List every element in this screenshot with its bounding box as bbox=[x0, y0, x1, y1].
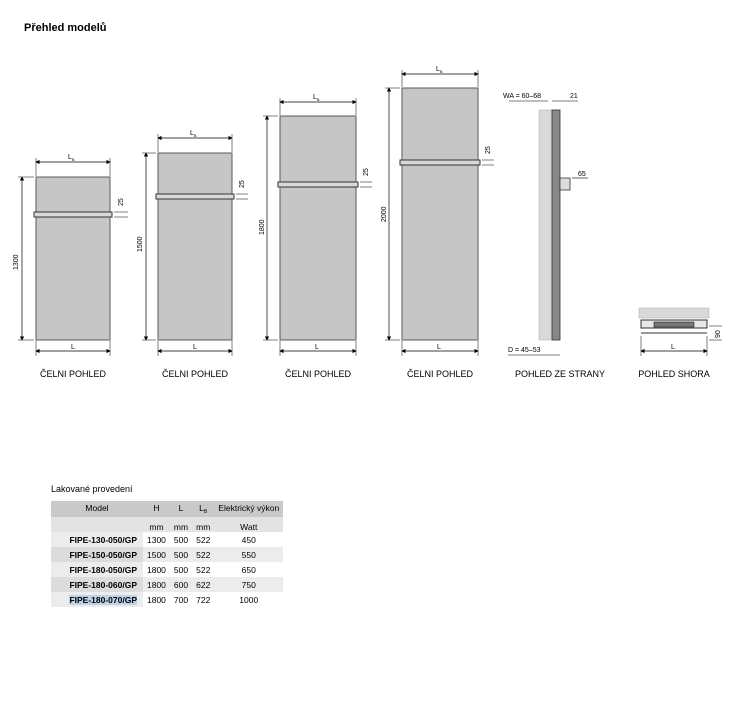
mount-bracket bbox=[653, 321, 695, 328]
width-label: L bbox=[71, 344, 75, 351]
cell-h: 1800 bbox=[143, 562, 170, 577]
view-caption: ČELNI POHLED bbox=[40, 369, 107, 379]
page-title: Přehled modelů bbox=[24, 22, 107, 34]
cell-model: FIPE-150-050/GP bbox=[51, 547, 143, 562]
cell-l: 700 bbox=[169, 592, 193, 607]
cell-lb: 522 bbox=[192, 532, 215, 547]
view-caption: ČELNI POHLED bbox=[162, 369, 229, 379]
top-label: 21 bbox=[570, 93, 578, 100]
towel-bracket bbox=[559, 177, 571, 191]
width-label: L bbox=[437, 344, 441, 351]
radiator-panel bbox=[279, 115, 357, 341]
front-view-1300: LB 1300 25 L ČELNI POHLED bbox=[13, 154, 128, 379]
header-power: Elektrický výkon bbox=[214, 501, 284, 517]
cell-model: FIPE-180-060/GP bbox=[51, 577, 143, 592]
bar-label: 25 bbox=[239, 180, 246, 188]
lb-label: LB bbox=[436, 66, 443, 74]
side-view: WA = 60–68 21 65 D = 45–53 POHLED ZE STR… bbox=[503, 93, 605, 379]
cell-model: FIPE-130-050/GP bbox=[51, 532, 143, 547]
radiator-panel bbox=[157, 152, 233, 341]
unit-model bbox=[51, 517, 143, 532]
cell-model: FIPE-180-050/GP bbox=[51, 562, 143, 577]
bar-label: 25 bbox=[118, 198, 125, 206]
front-view-2000: LB 2000 25 L ČELNI POHLED bbox=[381, 66, 494, 379]
radiator-profile bbox=[551, 109, 561, 341]
lb-label: LB bbox=[190, 130, 197, 138]
view-caption: POHLED SHORA bbox=[638, 369, 710, 379]
wa-label: WA = 60–68 bbox=[503, 93, 541, 100]
lb-label: LB bbox=[313, 94, 320, 102]
cell-h: 1500 bbox=[143, 547, 170, 562]
technical-drawing: LB 1300 25 L ČELNI POHLED LB 1500 25 L Č… bbox=[13, 66, 722, 379]
table-row: FIPE-180-050/GP 1800 500 522 650 bbox=[51, 562, 284, 577]
towel-bar bbox=[277, 181, 359, 188]
width-label: L bbox=[193, 344, 197, 351]
wall-panel bbox=[538, 109, 553, 341]
cell-lb: 622 bbox=[192, 577, 215, 592]
cell-l: 500 bbox=[169, 547, 193, 562]
cell-power: 1000 bbox=[214, 592, 284, 607]
radiator-panel bbox=[401, 87, 479, 341]
cell-h: 1300 bbox=[143, 532, 170, 547]
header-model: Model bbox=[51, 501, 143, 517]
model-table: Model H L LB Elektrický výkon mm mm mm W… bbox=[51, 501, 284, 607]
towel-bar bbox=[155, 193, 235, 200]
height-label: 1500 bbox=[137, 236, 144, 252]
front-view-1500: LB 1500 25 L ČELNI POHLED bbox=[137, 130, 248, 379]
towel-bar bbox=[33, 211, 113, 218]
cell-h: 1800 bbox=[143, 577, 170, 592]
towel-bar bbox=[399, 159, 481, 166]
unit-power: Watt bbox=[214, 517, 284, 532]
lb-label: LB bbox=[68, 154, 75, 162]
bracket-label: 65 bbox=[578, 171, 586, 178]
table-row: FIPE-150-050/GP 1500 500 522 550 bbox=[51, 547, 284, 562]
cell-l: 600 bbox=[169, 577, 193, 592]
view-caption: ČELNI POHLED bbox=[407, 369, 474, 379]
cell-power: 750 bbox=[214, 577, 284, 592]
width-label: L bbox=[315, 344, 319, 351]
unit-h: mm bbox=[143, 517, 170, 532]
top-view: L 90 POHLED SHORA bbox=[638, 307, 722, 379]
wall-strip bbox=[638, 307, 710, 319]
front-view-1800: LB 1800 25 L ČELNI POHLED bbox=[259, 94, 372, 379]
cell-lb: 522 bbox=[192, 547, 215, 562]
header-h: H bbox=[143, 501, 170, 517]
height-label: 2000 bbox=[381, 206, 388, 222]
cell-power: 650 bbox=[214, 562, 284, 577]
height-label: 1300 bbox=[13, 254, 20, 270]
table-row: FIPE-130-050/GP 1300 500 522 450 bbox=[51, 532, 284, 547]
cell-power: 550 bbox=[214, 547, 284, 562]
table-row: FIPE-180-070/GP 1800 700 722 1000 bbox=[51, 592, 284, 607]
height-label: 90 bbox=[715, 330, 722, 338]
table-row: FIPE-180-060/GP 1800 600 622 750 bbox=[51, 577, 284, 592]
cell-h: 1800 bbox=[143, 592, 170, 607]
cell-lb: 522 bbox=[192, 562, 215, 577]
table-title: Lakované provedení bbox=[51, 484, 133, 494]
cell-lb: 722 bbox=[192, 592, 215, 607]
view-caption: POHLED ZE STRANY bbox=[515, 369, 605, 379]
radiator-panel bbox=[35, 176, 111, 341]
cell-power: 450 bbox=[214, 532, 284, 547]
unit-lb: mm bbox=[192, 517, 215, 532]
cell-model: FIPE-180-070/GP bbox=[51, 592, 143, 607]
depth-label: D = 45–53 bbox=[508, 347, 541, 354]
height-label: 1800 bbox=[259, 219, 266, 235]
cell-l: 500 bbox=[169, 532, 193, 547]
bar-label: 25 bbox=[485, 146, 492, 154]
header-l: L bbox=[169, 501, 193, 517]
view-caption: ČELNI POHLED bbox=[285, 369, 352, 379]
bar-label: 25 bbox=[363, 168, 370, 176]
header-lb: LB bbox=[192, 501, 215, 517]
width-label: L bbox=[671, 344, 675, 351]
cell-l: 500 bbox=[169, 562, 193, 577]
unit-l: mm bbox=[169, 517, 193, 532]
